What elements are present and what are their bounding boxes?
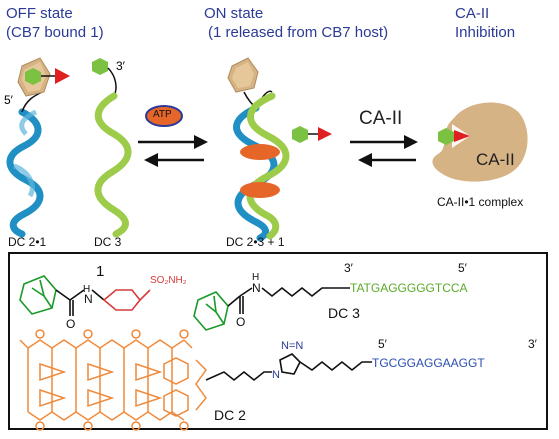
off-state-title: OFF state (6, 5, 73, 22)
dc23-label: DC 2•3 + 1 (226, 235, 285, 249)
atp-bound-2 (240, 182, 280, 198)
inhibition-title: CA-II (455, 5, 490, 22)
hexagon-icon-free (292, 126, 308, 143)
sulfonamide-arrow-icon-bound (454, 130, 470, 142)
dc3-structure-label: DC 3 (328, 305, 360, 321)
three-prime-dc3: 3′ (116, 59, 125, 73)
caii-blob-label: CA-II (476, 150, 515, 169)
dc23-duplex (233, 92, 290, 242)
triazole-n: N (272, 369, 280, 381)
compound1-o: O (66, 317, 75, 331)
compound1-n: N (84, 292, 93, 306)
dc3-helix (94, 92, 132, 238)
atp-bound-1 (240, 144, 280, 160)
compound-number: 1 (96, 263, 104, 280)
dc2-structure-label: DC 2 (214, 407, 246, 423)
dc3-o: O (236, 315, 245, 329)
cb7-host-center (227, 57, 259, 93)
hexagon-icon-dc3 (92, 58, 108, 75)
compound1-bonds (55, 289, 151, 316)
dc21-label: DC 2•1 (8, 235, 47, 249)
on-state-subtitle: (1 released from CB7 host) (208, 24, 389, 41)
dc2-sequence: TGCGGAGGAAGGT (372, 356, 485, 370)
dc3-sequence: TATGAGGGGGTCCA (350, 281, 468, 295)
triazole-nn: N=N (281, 340, 303, 352)
sulfonamide-arrow-icon-free (318, 127, 332, 141)
complex-label: CA-II•1 complex (437, 195, 524, 209)
dc2-chain (205, 353, 372, 382)
atp-label: ATP (153, 109, 172, 120)
off-state-subtitle: (CB7 bound 1) (6, 24, 104, 41)
structure-panel (8, 252, 548, 430)
caii-blob (432, 102, 528, 182)
five-prime-left: 5′ (4, 93, 13, 107)
on-state-title: ON state (204, 5, 264, 22)
hexagon-icon-left (25, 68, 41, 85)
sulfonamide-arrow-icon-left (55, 68, 70, 84)
cb7-macrocycle (19, 329, 207, 431)
adamantane-1 (19, 275, 57, 315)
hexagon-icon-bound (438, 128, 454, 145)
dc3-three-prime: 3′ (344, 261, 354, 275)
dc2-three-prime: 3′ (528, 337, 538, 351)
dc3-label: DC 3 (94, 235, 122, 249)
sulfonamide-group: SO₂NH₂ (150, 275, 187, 286)
caii-arrow-label: CA-II (359, 108, 403, 129)
dc2-five-prime: 5′ (378, 337, 388, 351)
dc3-chain (227, 286, 350, 314)
inhibition-subtitle: Inhibition (455, 24, 516, 41)
equilibrium-arrows-1 (138, 135, 208, 167)
atp-badge (145, 105, 183, 127)
scheme-top (6, 57, 528, 242)
equilibrium-arrows-2 (350, 135, 418, 167)
dc3-n: N (252, 281, 261, 295)
dc21-helix (6, 108, 44, 238)
dc3-five-prime: 5′ (458, 261, 468, 275)
compound1-h: H (83, 284, 90, 295)
dc3-h: H (252, 272, 259, 283)
adamantane-2 (193, 291, 229, 331)
